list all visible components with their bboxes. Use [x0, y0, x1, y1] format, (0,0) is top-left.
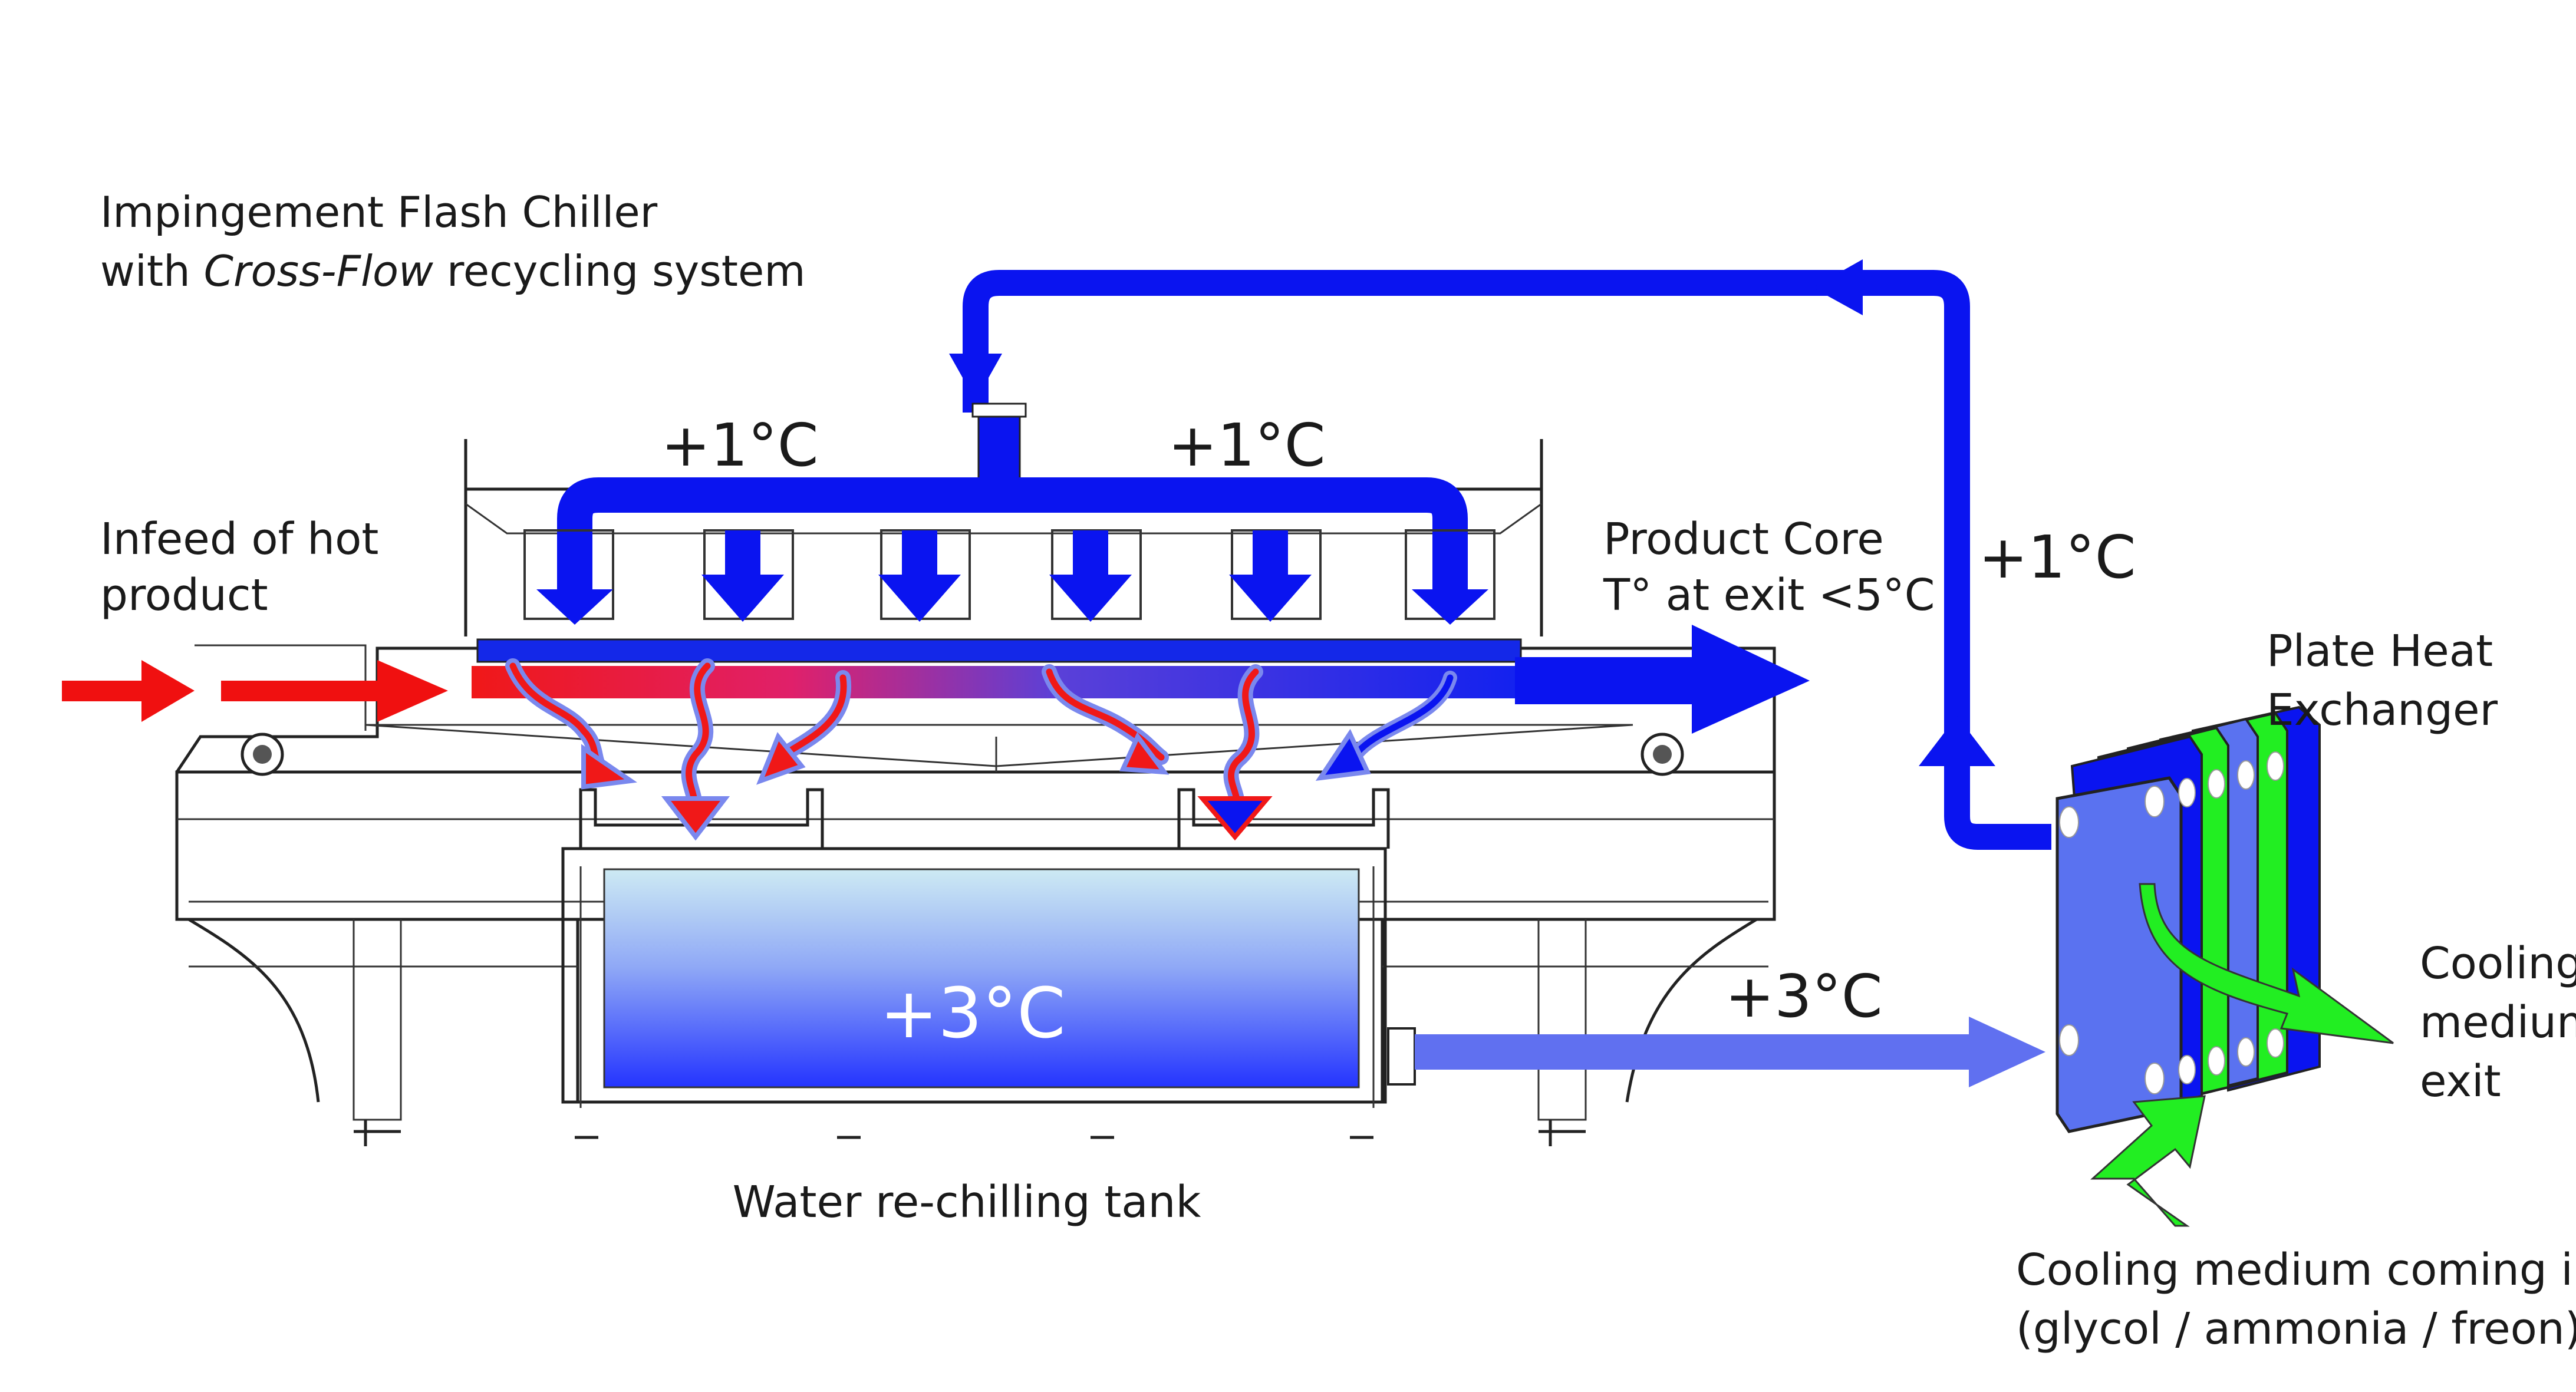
core-label-line2: T° at exit <5°C: [1603, 570, 1935, 621]
conveyor-belt: [472, 638, 1539, 698]
coolant-in-arrow: [2090, 1095, 2206, 1227]
cool-in-label-line2: (glycol / ammonia / freon): [2016, 1304, 2576, 1354]
subtitle-prefix: with: [100, 246, 204, 296]
diagram-title: Impingement Flash Chiller: [100, 187, 658, 237]
subtitle-suffix: recycling system: [433, 246, 806, 296]
cool-exit-label-line2: medium: [2420, 997, 2576, 1048]
water-tank: +3°C: [561, 847, 1416, 1108]
coolant-exit-arrow: [2139, 883, 2394, 1044]
return-riser: +1°C: [1919, 523, 2136, 850]
hot-infeed-arrows: [62, 660, 448, 722]
product-exit-arrow: [1515, 625, 1810, 734]
phe-label-line2: Exchanger: [2267, 685, 2498, 735]
core-label-line1: Product Core: [1603, 514, 1884, 565]
riser-temperature: +1°C: [1978, 523, 2136, 592]
drain-arrowheads: [581, 728, 1371, 841]
tank-outflow: +3°C: [1415, 962, 2045, 1087]
infeed-label-line2: product: [100, 570, 268, 621]
cold-manifold: +1°C +1°C: [523, 259, 1970, 716]
outflow-temperature: +3°C: [1725, 962, 1882, 1031]
infeed-label-line1: Infeed of hot: [100, 514, 378, 565]
plate-heat-exchanger: [2055, 705, 2394, 1227]
cool-in-label-line1: Cooling medium coming in: [2016, 1245, 2576, 1295]
diagram-subtitle: with Cross-Flow recycling system: [100, 246, 805, 296]
infeed-arrow-1: [62, 660, 195, 722]
tank-temperature: +3°C: [879, 972, 1065, 1054]
tank-label: Water re-chilling tank: [733, 1177, 1201, 1228]
cool-exit-label-line3: exit: [2420, 1056, 2501, 1107]
cool-exit-label-line1: Cooling: [2420, 938, 2576, 989]
subtitle-italic: Cross-Flow: [204, 246, 433, 296]
infeed-arrow-2: [221, 660, 448, 722]
phe-label-line1: Plate Heat: [2267, 626, 2493, 677]
manifold-left-temp: +1°C: [661, 411, 818, 480]
manifold-right-temp: +1°C: [1168, 411, 1325, 480]
